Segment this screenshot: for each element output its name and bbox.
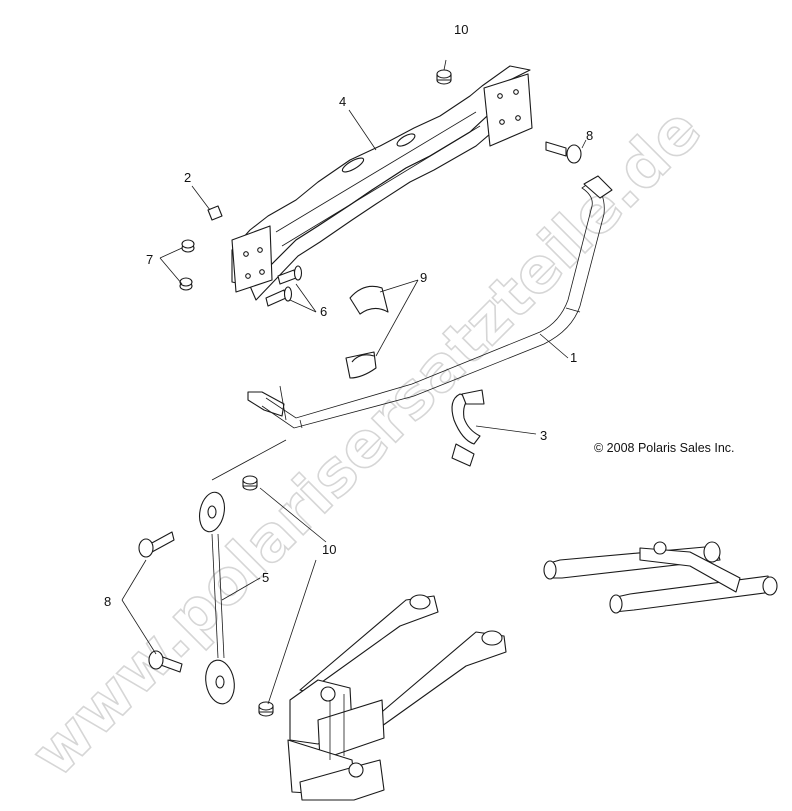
part-10-nut-bottom bbox=[242, 475, 258, 491]
part-4-bracket bbox=[231, 65, 533, 301]
part-6-pins bbox=[265, 265, 303, 307]
callout-10-top: 10 bbox=[454, 22, 468, 37]
part-10-nut-top bbox=[436, 69, 452, 85]
callout-9: 9 bbox=[420, 270, 427, 285]
part-5-link bbox=[198, 491, 235, 705]
copyright-text: © 2008 Polaris Sales Inc. bbox=[594, 441, 735, 455]
part-2-fitting bbox=[207, 205, 223, 221]
callout-2: 2 bbox=[184, 170, 191, 185]
part-10-nut-lower bbox=[258, 701, 274, 717]
callout-6: 6 bbox=[320, 304, 327, 319]
callout-3: 3 bbox=[540, 428, 547, 443]
part-8-bolts-bottom bbox=[138, 531, 183, 673]
callout-8-top: 8 bbox=[586, 128, 593, 143]
callout-4: 4 bbox=[339, 94, 346, 109]
part-8-bolt-top bbox=[545, 141, 582, 164]
part-9-bushings bbox=[345, 285, 389, 379]
part-7-nuts bbox=[179, 239, 195, 291]
callout-8-bottom: 8 bbox=[104, 594, 111, 609]
reference-a-arm-assembly bbox=[543, 541, 778, 614]
leader-lines bbox=[121, 59, 587, 705]
callout-7: 7 bbox=[146, 252, 153, 267]
reference-frame-structure bbox=[287, 594, 507, 801]
callout-10-bottom: 10 bbox=[322, 542, 336, 557]
part-3-clamp bbox=[451, 389, 485, 467]
callout-5: 5 bbox=[262, 570, 269, 585]
part-1-stabilizer-bar bbox=[247, 175, 613, 429]
callouts: 10 8 4 2 7 6 9 1 3 10 5 8 bbox=[104, 22, 593, 609]
callout-1: 1 bbox=[570, 350, 577, 365]
